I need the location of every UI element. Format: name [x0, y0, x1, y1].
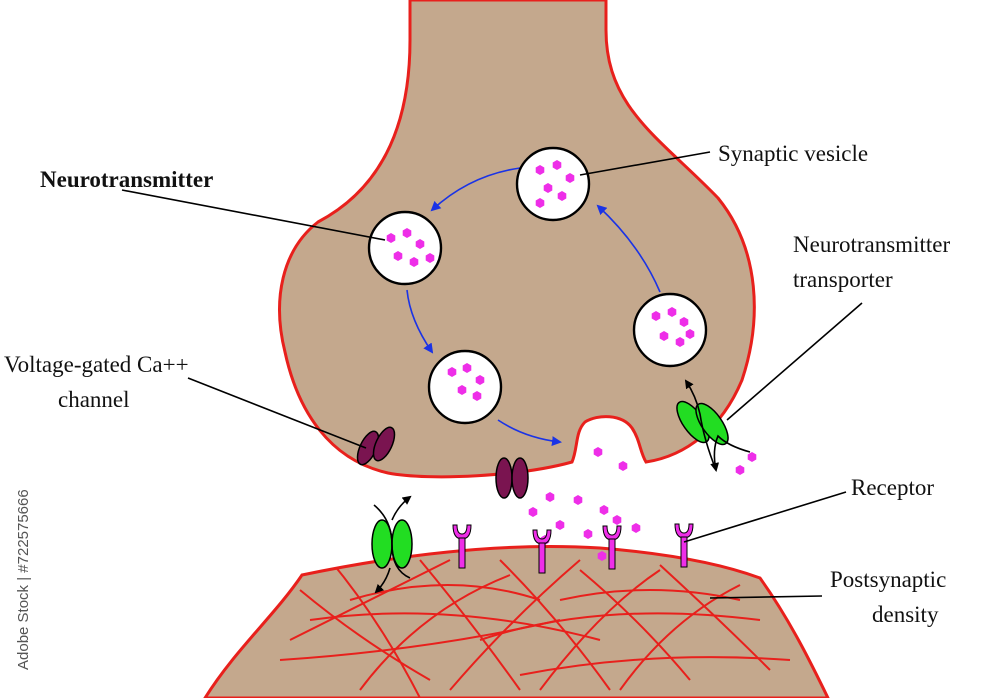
label-transporter-line1: Neurotransmitter: [793, 232, 950, 257]
neurotransmitter-molecule: [409, 257, 419, 267]
neurotransmitter-molecule: [735, 465, 745, 475]
ca-channel: [356, 426, 396, 466]
neurotransmitter-molecule: [659, 331, 669, 341]
neurotransmitter-molecule: [593, 447, 603, 457]
neurotransmitter-molecule: [557, 191, 567, 201]
neurotransmitter-molecule: [685, 329, 695, 339]
label-receptor: Receptor: [851, 475, 934, 500]
label-ca-channel-line2: channel: [58, 387, 130, 412]
neurotransmitter-molecule: [612, 515, 622, 525]
ca-channel: [495, 457, 529, 499]
label-transporter-line2: transporter: [793, 267, 893, 292]
neurotransmitter-molecule: [573, 495, 583, 505]
watermark: Adobe Stock | #722575666: [15, 489, 32, 670]
label-ca-channel-line1: Voltage-gated Ca++: [4, 352, 189, 377]
neurotransmitter-molecule: [543, 183, 553, 193]
label-postsynaptic-line2: density: [872, 602, 939, 627]
neurotransmitter-molecule: [535, 165, 545, 175]
neurotransmitter-molecule: [475, 375, 485, 385]
neurotransmitter-molecule: [651, 311, 661, 321]
neurotransmitter-molecule: [447, 367, 457, 377]
neurotransmitter-molecule: [393, 251, 403, 261]
receptor: [532, 529, 552, 574]
neurotransmitter-molecule: [747, 452, 757, 462]
receptor: [674, 523, 694, 568]
leader-lines: [121, 151, 863, 599]
neurotransmitter-molecule: [402, 228, 412, 238]
label-postsynaptic-line1: Postsynaptic: [830, 567, 946, 592]
neurotransmitter-molecule: [583, 529, 593, 539]
neurotransmitter-molecule: [472, 391, 482, 401]
label-synaptic-vesicle: Synaptic vesicle: [718, 141, 868, 166]
neurotransmitter-molecule: [555, 520, 565, 530]
neurotransmitter-molecule: [425, 253, 435, 263]
presynaptic-terminal: [278, 0, 756, 479]
synaptic-vesicle: [367, 210, 443, 286]
synaptic-vesicle: [632, 292, 708, 368]
vesicle-cycle-arrows: [406, 167, 661, 447]
receptor: [452, 524, 472, 569]
neurotransmitter-molecule: [599, 505, 609, 515]
neurotransmitter-molecule: [667, 307, 677, 317]
vesicles: [367, 146, 708, 425]
neurotransmitter-molecule: [415, 239, 425, 249]
neurotransmitter-molecule: [462, 363, 472, 373]
neurotransmitter-molecule: [552, 160, 562, 170]
neurotransmitter-molecule: [675, 337, 685, 347]
neurotransmitter-molecule: [457, 385, 467, 395]
neurotransmitter-molecule: [597, 551, 607, 561]
receptors: [452, 523, 694, 574]
neurotransmitter-molecule: [618, 461, 628, 471]
receptor: [602, 525, 622, 570]
synaptic-vesicle: [515, 146, 591, 222]
neurotransmitter-molecules: [386, 160, 757, 561]
neurotransmitter-molecule: [535, 198, 545, 208]
neurotransmitter-molecule: [679, 317, 689, 327]
neurotransmitter-molecule: [545, 492, 555, 502]
neurotransmitter-molecule: [631, 523, 641, 533]
label-neurotransmitter: Neurotransmitter: [40, 167, 213, 192]
postsynaptic-transporter: [371, 495, 413, 594]
neurotransmitter-transporter: [676, 379, 751, 472]
neurotransmitter-molecule: [565, 173, 575, 183]
postsynaptic-density-network: [279, 559, 791, 698]
neurotransmitter-molecule: [386, 233, 396, 243]
neurotransmitter-molecule: [528, 507, 538, 517]
